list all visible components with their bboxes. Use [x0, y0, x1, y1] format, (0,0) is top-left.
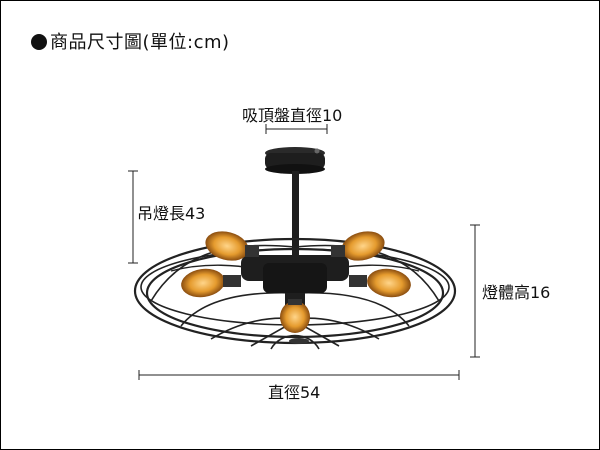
- bulb-upper-left: [205, 231, 259, 261]
- bottom-finial: [289, 338, 309, 344]
- edison-bulbs: [181, 231, 411, 333]
- mount-diameter-line: [265, 124, 328, 134]
- drop-length-label: 吊燈長43: [137, 204, 206, 223]
- ceiling-canopy: [265, 147, 325, 174]
- down-rod: [292, 171, 299, 259]
- diameter-line: [138, 370, 460, 380]
- mount-diameter-label: 吸頂盤直徑10: [242, 106, 343, 125]
- bulb-lower-left: [181, 268, 241, 298]
- central-hub: [241, 255, 349, 305]
- body-height-line: [470, 224, 480, 358]
- body-height-label: 燈體高16: [482, 283, 551, 302]
- bulb-bottom: [280, 299, 310, 333]
- bulb-upper-right: [331, 231, 385, 261]
- bullet-icon: [31, 34, 47, 50]
- page-title: 商品尺寸圖(單位:cm): [31, 29, 230, 57]
- diameter-label: 直徑54: [268, 383, 321, 402]
- drop-length-line: [128, 170, 138, 264]
- title-text: 商品尺寸圖(單位:cm): [50, 32, 230, 53]
- bulb-lower-right: [349, 268, 411, 298]
